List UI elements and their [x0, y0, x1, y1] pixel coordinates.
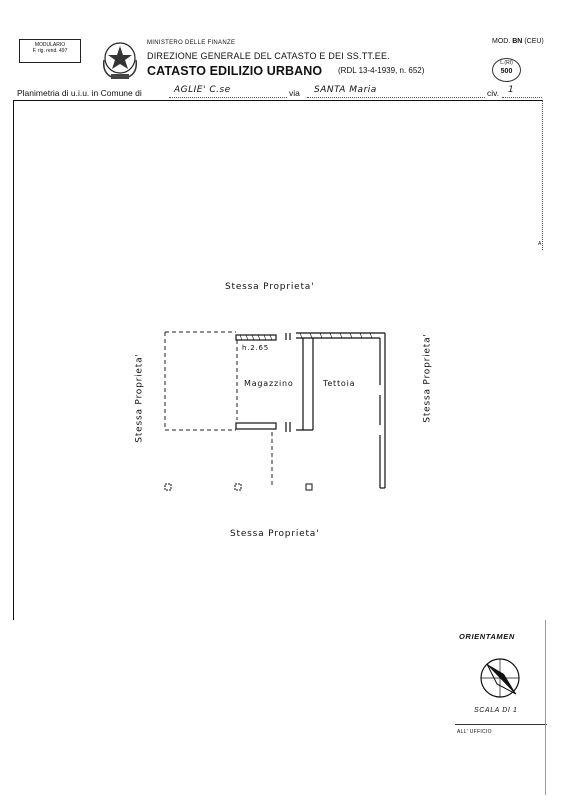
- label-right: Stessa Proprieta': [422, 333, 433, 423]
- document-title: CATASTO EDILIZIO URBANO: [147, 64, 323, 78]
- orientation-title: ORIENTAMEN: [459, 632, 515, 641]
- comune-value: AGLIE' C.se: [174, 85, 231, 95]
- label-top: Stessa Proprieta': [225, 282, 315, 292]
- mod-code: MOD. BN (CEU): [492, 38, 544, 45]
- scale-badge: L.(RI) 500: [492, 58, 521, 82]
- frame-top-border: [13, 100, 543, 101]
- magazzino-walls: [235, 333, 291, 432]
- room-label-tettoia: Tettoia: [323, 379, 356, 388]
- pillars: [164, 483, 313, 491]
- dashed-boundary: [164, 331, 273, 488]
- label-left: Stessa Proprieta': [134, 353, 145, 443]
- mod-suffix: (CEU): [524, 38, 544, 45]
- mod-prefix: MOD.: [492, 38, 511, 45]
- republic-emblem-icon: [102, 42, 138, 79]
- modulario-ref: F. rig. rend. 497: [32, 48, 68, 54]
- room-label-magazzino: Magazzino: [244, 379, 294, 388]
- margin-mark: A: [538, 241, 542, 247]
- tettoia-walls: [296, 332, 386, 489]
- direzione-label: DIREZIONE GENERALE DEL CATASTO E DEI SS.…: [147, 51, 390, 61]
- civ-dots: [502, 88, 542, 98]
- via-label: via: [289, 88, 300, 98]
- label-bottom: Stessa Proprieta': [230, 529, 320, 539]
- north-arrow-icon: [480, 658, 520, 698]
- bottom-rule: [455, 724, 547, 725]
- civ-label: civ.: [487, 88, 500, 98]
- mod-code-value: BN: [512, 38, 523, 45]
- right-margin-line: [545, 620, 546, 795]
- plan-info-line: Planimetria di u.i.u. in Comune di AGLIE…: [17, 85, 543, 100]
- office-note: ALL' UFFICIO: [457, 729, 492, 735]
- via-dots: [307, 88, 485, 98]
- frame-right-border: [542, 100, 543, 250]
- civ-value: 1: [508, 85, 515, 95]
- plan-prefix: Planimetria di u.i.u. in Comune di: [17, 88, 142, 98]
- via-value: SANTA Maria: [314, 85, 377, 95]
- modulario-label: MODULARIO: [34, 42, 66, 48]
- wall-hatch: [239, 332, 373, 341]
- scale-badge-value: 500: [500, 68, 513, 75]
- comune-dots: [169, 88, 287, 98]
- height-note: h.2.65: [242, 344, 270, 352]
- rdl-reference: (RDL 13-4-1939, n. 652): [338, 66, 425, 75]
- modulario-box: MODULARIO F. rig. rend. 497: [19, 39, 81, 63]
- scale-label: SCALA DI 1: [474, 707, 518, 714]
- scale-badge-label: L.(RI): [500, 60, 513, 66]
- ministry-label: MINISTERO DELLE FINANZE: [147, 40, 236, 46]
- frame-left-border: [13, 100, 14, 620]
